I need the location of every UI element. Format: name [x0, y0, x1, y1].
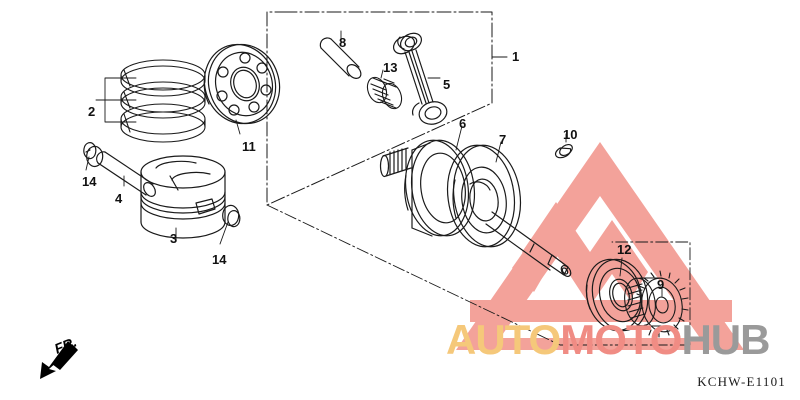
group-boundary-lower [266, 204, 691, 346]
leader-11 [235, 119, 241, 135]
callout-13: 13 [383, 60, 398, 75]
leader-13 [380, 69, 384, 79]
needle-roller-bearing-art [366, 76, 403, 110]
piston-pin-clip-upper-art [83, 142, 104, 168]
part-code-label: KCHW-E1101 [697, 374, 786, 389]
leader-12 [619, 257, 623, 277]
primary-drive-gear-art [624, 270, 689, 338]
piston-pin-art [96, 151, 156, 197]
callout-11: 11 [242, 139, 256, 154]
callout-9: 9 [657, 277, 665, 292]
crankshaft-bearing-art [585, 258, 649, 332]
piston-ring-set-art [120, 59, 206, 143]
callout-6: 6 [459, 116, 467, 131]
callout-14-upper: 14 [82, 174, 97, 189]
leader-6 [455, 125, 463, 151]
callout-1: 1 [512, 49, 520, 64]
leader-2 [95, 77, 137, 123]
callout-14-lower: 14 [212, 252, 227, 267]
callout-12: 12 [617, 242, 632, 257]
leader-7 [495, 141, 502, 163]
piston-pin-clip-lower-art [222, 204, 241, 228]
ball-bearing-art [203, 43, 281, 125]
crankpin-art [319, 37, 362, 79]
piston-art [140, 155, 226, 239]
fr-direction-arrow [40, 341, 78, 379]
leader-14-upper [85, 156, 90, 171]
connecting-rod-art [392, 32, 448, 125]
callout-8: 8 [339, 35, 347, 50]
callout-7: 7 [499, 132, 507, 147]
callout-3: 3 [170, 231, 178, 246]
callout-5: 5 [443, 77, 451, 92]
group-boundary-1 [266, 11, 493, 206]
crankshaft-art [379, 139, 572, 278]
callout-2: 2 [88, 104, 96, 119]
callout-10: 10 [563, 127, 578, 142]
callout-4: 4 [115, 191, 123, 206]
woodruff-key-art [554, 143, 573, 159]
leader-14-lower [219, 221, 229, 245]
